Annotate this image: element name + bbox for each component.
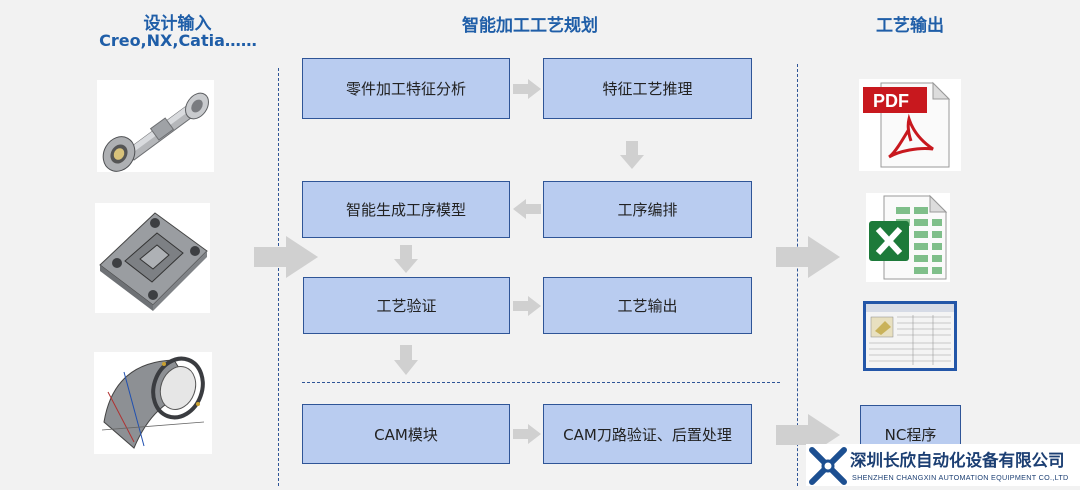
- excel-file-icon: [866, 193, 950, 282]
- left-divider: [278, 68, 279, 486]
- input-subtitle: Creo,NX,Catia……: [99, 31, 257, 50]
- cam-module-box[interactable]: CAM模块: [302, 404, 510, 464]
- part-feature-analysis-box[interactable]: 零件加工特征分析: [302, 58, 510, 119]
- pdf-file-icon: PDF: [859, 79, 961, 171]
- process-sheet-icon: [863, 301, 957, 371]
- flow-arrow-down: [394, 245, 418, 273]
- process-verification-box[interactable]: 工艺验证: [303, 277, 510, 334]
- cam-divider: [302, 382, 780, 383]
- company-logo: 深圳长欣自动化设备有限公司 SHENZHEN CHANGXIN AUTOMATI…: [806, 444, 1080, 486]
- right-divider: [797, 64, 798, 486]
- logo-mark-icon: [809, 447, 847, 485]
- cam-toolpath-box[interactable]: CAM刀路验证、后置处理: [543, 404, 752, 464]
- input-arrow: [254, 236, 318, 278]
- pipe-part-image: [97, 80, 214, 172]
- planning-title: 智能加工工艺规划: [462, 16, 598, 36]
- process-sequencing-box[interactable]: 工序编排: [543, 181, 752, 238]
- process-output-box[interactable]: 工艺输出: [543, 277, 752, 334]
- flow-arrow-right: [513, 79, 541, 99]
- feature-process-reasoning-box[interactable]: 特征工艺推理: [543, 58, 752, 119]
- flow-arrow-down: [620, 141, 644, 169]
- mold-part-image: [95, 203, 210, 313]
- output-title: 工艺输出: [876, 16, 944, 36]
- flow-arrow-right: [513, 296, 541, 316]
- flow-arrow-left: [513, 199, 541, 219]
- svg-text:SHENZHEN CHANGXIN AUTOMATION E: SHENZHEN CHANGXIN AUTOMATION EQUIPMENT C…: [852, 473, 1069, 482]
- flow-arrow-down: [394, 345, 418, 375]
- input-title: 设计输入: [143, 14, 212, 34]
- output-arrow: [776, 236, 840, 278]
- svg-text:深圳长欣自动化设备有限公司: 深圳长欣自动化设备有限公司: [850, 450, 1065, 470]
- ring-part-image: [94, 352, 212, 454]
- flow-arrow-right: [513, 424, 541, 444]
- generate-process-model-box[interactable]: 智能生成工序模型: [302, 181, 510, 238]
- svg-text:PDF: PDF: [873, 91, 909, 111]
